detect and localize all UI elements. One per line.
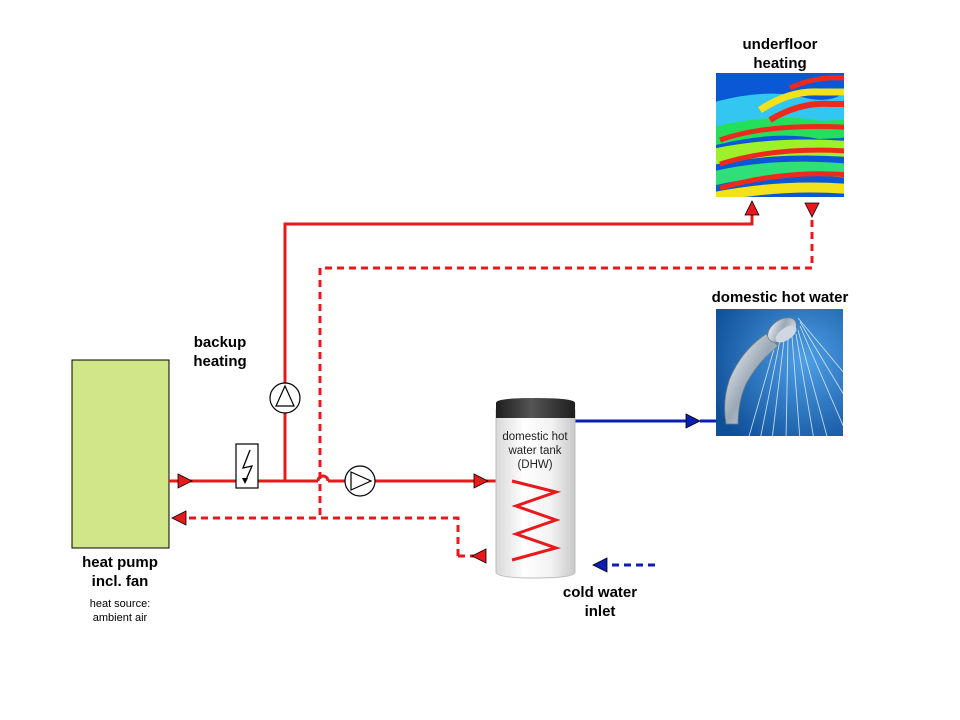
domestic-hot-water-label: domestic hot water — [711, 289, 849, 306]
cold-water-inlet-label: cold water inlet — [562, 584, 638, 620]
hot-water-tank — [495, 398, 576, 579]
heating-coil — [511, 479, 562, 562]
flow-arrows — [171, 200, 820, 573]
heat-source-label: heat source: ambient air — [89, 598, 151, 624]
arrow-underfloor-supply — [744, 200, 760, 216]
arrow-heatpump-return — [171, 510, 187, 526]
tank-label: domestic hot water tank (DHW) — [502, 431, 568, 471]
heat-pump-label: heat pump incl. fan — [82, 554, 158, 590]
backup-heating-label: backup heating — [193, 334, 247, 370]
arrow-underfloor-return — [804, 202, 820, 218]
arrow-heatpump-outlet — [177, 473, 193, 489]
arrow-hot-water — [685, 413, 701, 429]
circulation-pump-icon — [344, 465, 376, 497]
underfloor-heating-label: underfloor heating — [742, 36, 818, 72]
shower-head-image — [716, 309, 843, 436]
arrow-cold-water — [592, 557, 608, 573]
circulation-pump-icon — [269, 382, 301, 414]
heat-pump-unit — [71, 359, 170, 549]
underfloor-heating-thermal-image — [716, 73, 844, 197]
electric-heater-icon — [235, 443, 259, 489]
arrow-tank-return — [471, 548, 487, 564]
arrow-tank-inlet — [473, 473, 489, 489]
